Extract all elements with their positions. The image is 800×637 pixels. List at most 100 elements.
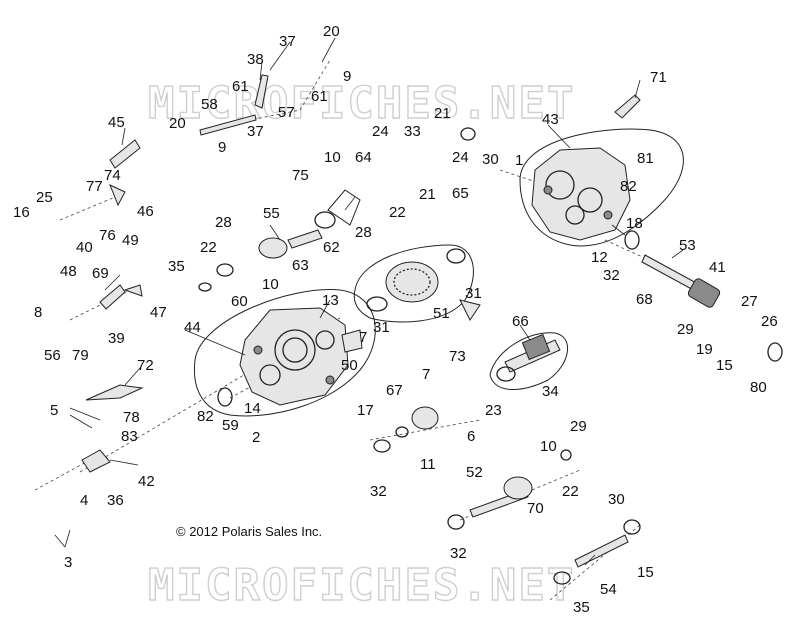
callout: 34 <box>542 383 559 400</box>
callout: 44 <box>184 319 201 336</box>
callout: 3 <box>64 554 72 571</box>
callout: 40 <box>76 239 93 256</box>
callout: 33 <box>404 123 421 140</box>
leader-lines <box>54 37 684 566</box>
gear-51 <box>366 248 466 312</box>
callout: 79 <box>72 347 89 364</box>
callout: 61 <box>311 88 328 105</box>
gear-51-outline <box>353 244 474 323</box>
callout: 45 <box>108 114 125 131</box>
callout: 23 <box>485 402 502 419</box>
gear-67 <box>373 406 439 453</box>
callout: 14 <box>244 400 261 417</box>
small-parts <box>81 74 783 473</box>
callout: 11 <box>420 456 436 473</box>
housing-43-outline <box>519 128 684 247</box>
callout: 37 <box>247 123 264 140</box>
callout: 48 <box>60 263 77 280</box>
watermark-bottom: MICROFICHES.NET <box>148 560 575 611</box>
callout: 70 <box>527 500 544 517</box>
callout: 58 <box>201 96 218 113</box>
left-case-housing <box>239 307 349 406</box>
callout: 13 <box>322 292 339 309</box>
callout: 30 <box>482 151 499 168</box>
callout: 82 <box>620 178 637 195</box>
callout: 54 <box>600 581 617 598</box>
callout: 51 <box>433 305 450 322</box>
gear-75-outline <box>327 189 361 226</box>
callout: 29 <box>570 418 587 435</box>
right-case-housing <box>531 147 631 241</box>
callout: 60 <box>231 293 248 310</box>
callout: 64 <box>355 149 372 166</box>
callout: 76 <box>99 227 116 244</box>
callout: 46 <box>137 203 154 220</box>
callout: 36 <box>107 492 124 509</box>
callout: 56 <box>44 347 61 364</box>
callout: 59 <box>222 417 239 434</box>
callout: 21 <box>419 186 436 203</box>
callout: 29 <box>677 321 694 338</box>
callout: 52 <box>466 464 483 481</box>
callout: 55 <box>263 205 280 222</box>
callout: 32 <box>603 267 620 284</box>
callout: 43 <box>542 111 559 128</box>
callout: 69 <box>92 265 109 282</box>
callout: 17 <box>357 402 374 419</box>
callout: 42 <box>138 473 155 490</box>
callout: 7 <box>359 329 367 346</box>
copyright-notice: © 2012 Polaris Sales Inc. <box>176 524 322 539</box>
output-shaft-53 <box>624 230 721 308</box>
callout: 71 <box>650 69 667 86</box>
callout: 62 <box>323 239 340 256</box>
callout: 35 <box>168 258 185 275</box>
callout: 6 <box>467 428 475 445</box>
callout: 12 <box>591 249 608 266</box>
callout: 7 <box>422 366 430 383</box>
callout: 82 <box>197 408 214 425</box>
callout: 28 <box>215 214 232 231</box>
shaft-66-outline <box>489 332 569 390</box>
callout: 63 <box>292 257 309 274</box>
callout: 25 <box>36 189 53 206</box>
callout: 67 <box>386 382 403 399</box>
callout: 35 <box>573 599 590 616</box>
callout: 57 <box>278 104 295 121</box>
callout: 22 <box>200 239 217 256</box>
callout: 68 <box>636 291 653 308</box>
callout: 15 <box>716 357 733 374</box>
callout: 20 <box>169 115 186 132</box>
callout: 5 <box>50 402 58 419</box>
callout: 16 <box>13 204 30 221</box>
housing-44-outline <box>193 289 376 417</box>
callout: 21 <box>434 105 451 122</box>
callout: 50 <box>341 357 358 374</box>
callout: 32 <box>450 545 467 562</box>
callout: 2 <box>252 429 260 446</box>
callout: 24 <box>452 149 469 166</box>
callout: 8 <box>34 304 42 321</box>
callout: 49 <box>122 232 139 249</box>
callout: 27 <box>741 293 758 310</box>
callout: 66 <box>512 313 529 330</box>
callout: 53 <box>679 237 696 254</box>
callout: 37 <box>279 33 296 50</box>
callout: 61 <box>232 78 249 95</box>
callout: 4 <box>80 492 88 509</box>
callout: 18 <box>626 215 643 232</box>
callout: 78 <box>123 409 140 426</box>
callout: 15 <box>637 564 654 581</box>
callout: 47 <box>150 304 167 321</box>
callout: 30 <box>608 491 625 508</box>
callout: 81 <box>637 150 654 167</box>
callout: 26 <box>761 313 778 330</box>
callouts: 20 37 9 38 61 61 57 58 20 9 37 71 45 21 … <box>13 23 778 616</box>
callout: 10 <box>540 438 557 455</box>
callout: 74 <box>104 167 121 184</box>
callout: 20 <box>323 23 340 40</box>
callout: 28 <box>355 224 372 241</box>
callout: 38 <box>247 51 264 68</box>
callout: 65 <box>452 185 469 202</box>
watermark-top: MICROFICHES.NET <box>148 78 575 129</box>
